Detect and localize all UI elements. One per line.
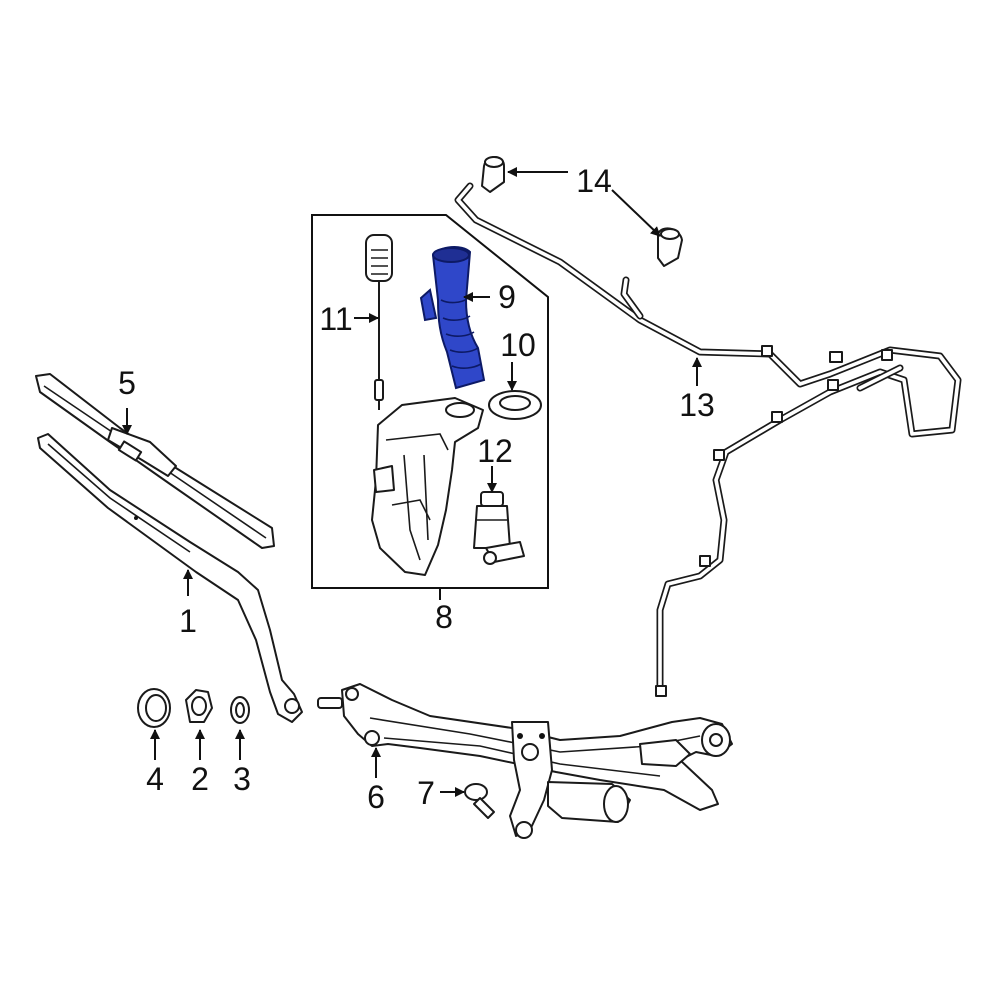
callout-2: 2 [191, 761, 209, 797]
washer-part[interactable] [230, 696, 250, 724]
grommet-part[interactable] [488, 390, 542, 420]
wiper-blade-part[interactable] [35, 373, 275, 549]
callout-1: 1 [179, 603, 197, 639]
callout-7: 7 [417, 775, 435, 811]
reservoir-tank-part[interactable] [371, 397, 484, 576]
callout-12: 12 [477, 433, 513, 469]
level-sensor-part[interactable] [365, 234, 393, 410]
callout-6: 6 [367, 779, 385, 815]
screw-part[interactable] [464, 783, 495, 819]
callout-11: 11 [319, 301, 352, 337]
callout-4: 4 [146, 761, 164, 797]
callout-9: 9 [498, 279, 516, 315]
reservoir-kit-frame [311, 214, 549, 589]
wiper-linkage-part[interactable] [317, 683, 733, 839]
washer-nozzle-left-part[interactable] [481, 156, 505, 193]
callout-5: 5 [118, 365, 136, 401]
callout-10: 10 [500, 327, 536, 363]
washer-nozzle-right-part[interactable] [657, 227, 683, 267]
washer-pump-part[interactable] [473, 491, 525, 565]
filler-neck-part[interactable] [419, 246, 486, 390]
nut-part[interactable] [185, 689, 213, 723]
wiper-arm-part[interactable] [37, 433, 303, 723]
callout-3: 3 [233, 761, 251, 797]
callout-8: 8 [435, 599, 453, 635]
cap-part[interactable] [137, 688, 171, 728]
callout-14-leader-b [611, 189, 661, 237]
washer-hose-part[interactable] [454, 182, 962, 697]
callout-13: 13 [679, 387, 715, 423]
callout-14: 14 [576, 163, 612, 199]
